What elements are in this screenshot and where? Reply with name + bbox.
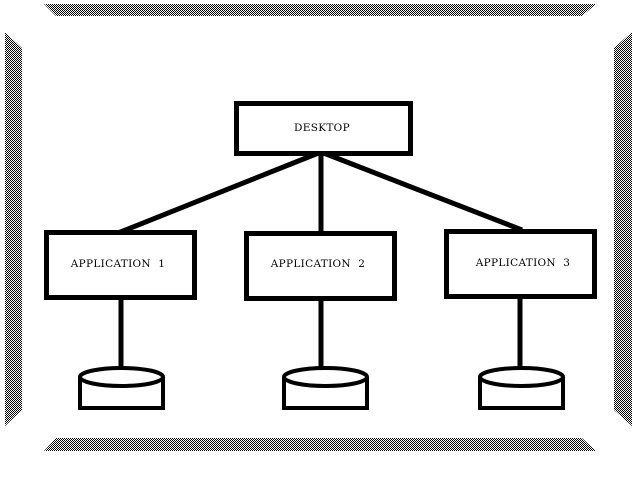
connector-desktop-app1 xyxy=(117,149,322,236)
application-1-label: APPLICATION 1 xyxy=(70,258,165,270)
frame-border-right xyxy=(614,32,632,426)
frame-border-bottom xyxy=(44,438,596,451)
database-icon-2 xyxy=(282,366,369,410)
application-node-3: APPLICATION 3 xyxy=(444,229,597,299)
connector-desktop-app3 xyxy=(320,149,523,233)
frame-border xyxy=(5,4,632,451)
frame-border-left xyxy=(5,32,22,426)
application-2-label: APPLICATION 2 xyxy=(270,258,365,270)
db-connectors xyxy=(118,296,523,368)
frame-border-top xyxy=(44,4,596,16)
desktop-node: DESKTOP xyxy=(234,101,413,156)
application-3-label: APPLICATION 3 xyxy=(475,257,570,269)
application-node-2: APPLICATION 2 xyxy=(244,231,397,301)
application-node-1: APPLICATION 1 xyxy=(44,230,197,300)
database-icon-1 xyxy=(78,366,165,410)
connectors xyxy=(117,149,523,236)
desktop-label: DESKTOP xyxy=(294,122,350,134)
database-icon-3 xyxy=(478,366,565,410)
